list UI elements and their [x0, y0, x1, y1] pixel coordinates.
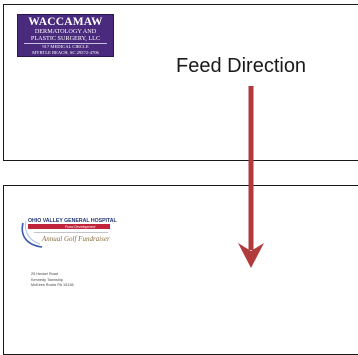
address-line-1: 25 Heckel Road — [31, 272, 59, 276]
top-envelope: WACCAMAW DERMATOLOGY AND PLASTIC SURGERY… — [3, 4, 358, 161]
logo-swoosh-inner — [25, 220, 41, 245]
ohio-valley-logo: OHIO VALLEY GENERAL HOSPITAL Fund Develo… — [21, 218, 118, 248]
logo-hospital-name: OHIO VALLEY GENERAL HOSPITAL — [28, 218, 118, 224]
logo-name: WACCAMAW — [28, 16, 103, 28]
logo-line-4: 917 MEDICAL CIRCLE — [24, 43, 107, 50]
logo-subtitle: Fund Development — [65, 225, 96, 229]
address-line-2: Kennedy Township — [31, 277, 63, 282]
logo-line-2: DERMATOLOGY AND — [34, 28, 97, 35]
logo-line-5: MYRTLE BEACH, SC 29572-4706 — [32, 50, 99, 55]
bottom-envelope: OHIO VALLEY GENERAL HOSPITAL Fund Develo… — [3, 185, 358, 355]
return-address: 25 Heckel Road Kennedy Township McKees R… — [31, 272, 74, 289]
waccamaw-logo: WACCAMAW DERMATOLOGY AND PLASTIC SURGERY… — [17, 14, 114, 57]
logo-tagline: Annual Golf Fundraiser — [41, 235, 110, 243]
logo-swoosh — [21, 222, 43, 248]
logo-line-3: PLASTIC SURGERY, LLC — [30, 35, 101, 42]
address-line-3: McKees Rocks PA 15136 — [31, 283, 74, 287]
logo-banner — [28, 224, 110, 229]
feed-direction-label: Feed Direction — [176, 55, 307, 77]
